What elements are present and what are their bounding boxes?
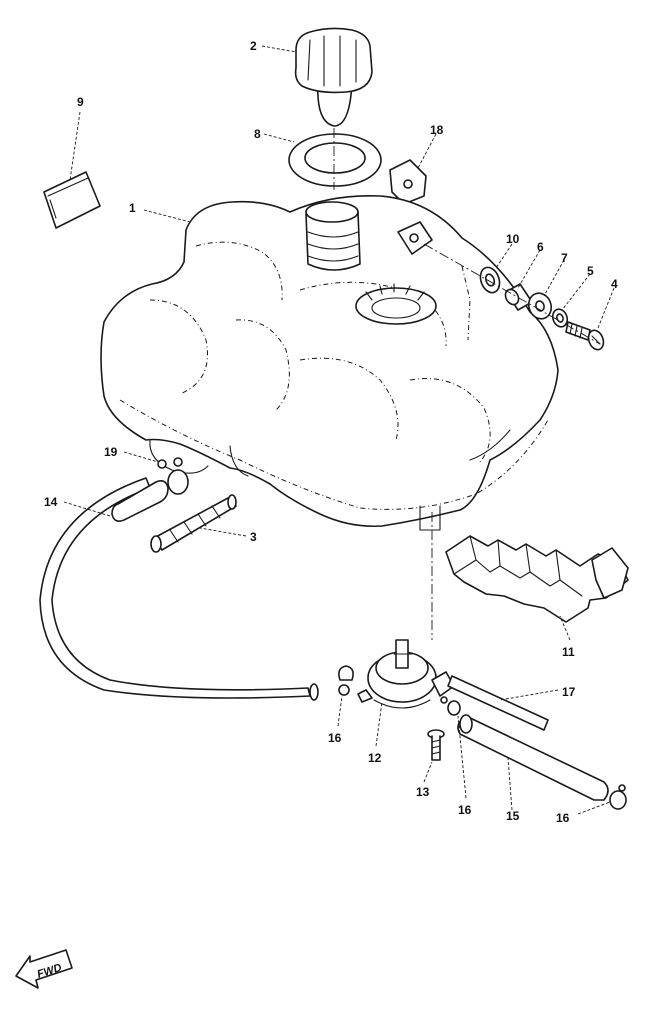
damper-grommet xyxy=(479,266,501,294)
callout-1: 1 xyxy=(129,201,136,215)
callout-7: 7 xyxy=(561,251,568,265)
collar xyxy=(504,283,533,311)
callout-11: 11 xyxy=(562,645,575,659)
callout-12: 12 xyxy=(368,751,382,765)
fuel-hose-long xyxy=(39,477,319,701)
fuel-hose-short xyxy=(457,714,609,801)
callout-6: 6 xyxy=(537,240,544,254)
callout-16-right: 16 xyxy=(556,811,570,825)
callout-10: 10 xyxy=(506,232,520,246)
callout-3: 3 xyxy=(250,530,257,544)
mounting-bolt xyxy=(565,321,605,351)
hose-clip-c xyxy=(609,784,627,810)
callout-18: 18 xyxy=(430,123,444,137)
callout-16-middle: 16 xyxy=(458,803,472,817)
rubber-mount xyxy=(445,535,629,623)
callout-13: 13 xyxy=(416,785,430,799)
fuel-tank xyxy=(100,195,559,531)
callout-14: 14 xyxy=(44,495,58,509)
cap-gasket xyxy=(288,133,382,187)
cock-screw xyxy=(427,729,445,761)
fuel-strainer xyxy=(150,494,237,553)
callout-2: 2 xyxy=(250,39,257,53)
callout-5: 5 xyxy=(587,264,594,278)
callout-4: 4 xyxy=(611,277,618,291)
tank-bracket xyxy=(389,159,427,205)
hose-clip-upper xyxy=(157,457,189,495)
vent-hose xyxy=(447,675,549,731)
callout-15: 15 xyxy=(506,809,520,823)
callout-8: 8 xyxy=(254,127,261,141)
hose-clip-a xyxy=(338,665,354,696)
washer-small xyxy=(551,308,569,328)
fuel-cap xyxy=(294,27,373,127)
centerline-bolt xyxy=(423,243,601,345)
fuel-cock xyxy=(357,639,455,709)
callout-17: 17 xyxy=(562,685,576,699)
callout-16-left: 16 xyxy=(328,731,342,745)
label-plate xyxy=(43,171,101,229)
forward-direction-arrow: FWD xyxy=(15,949,73,989)
callout-19: 19 xyxy=(104,445,118,459)
hose-clip-b xyxy=(440,696,461,716)
callout-9: 9 xyxy=(77,95,84,109)
